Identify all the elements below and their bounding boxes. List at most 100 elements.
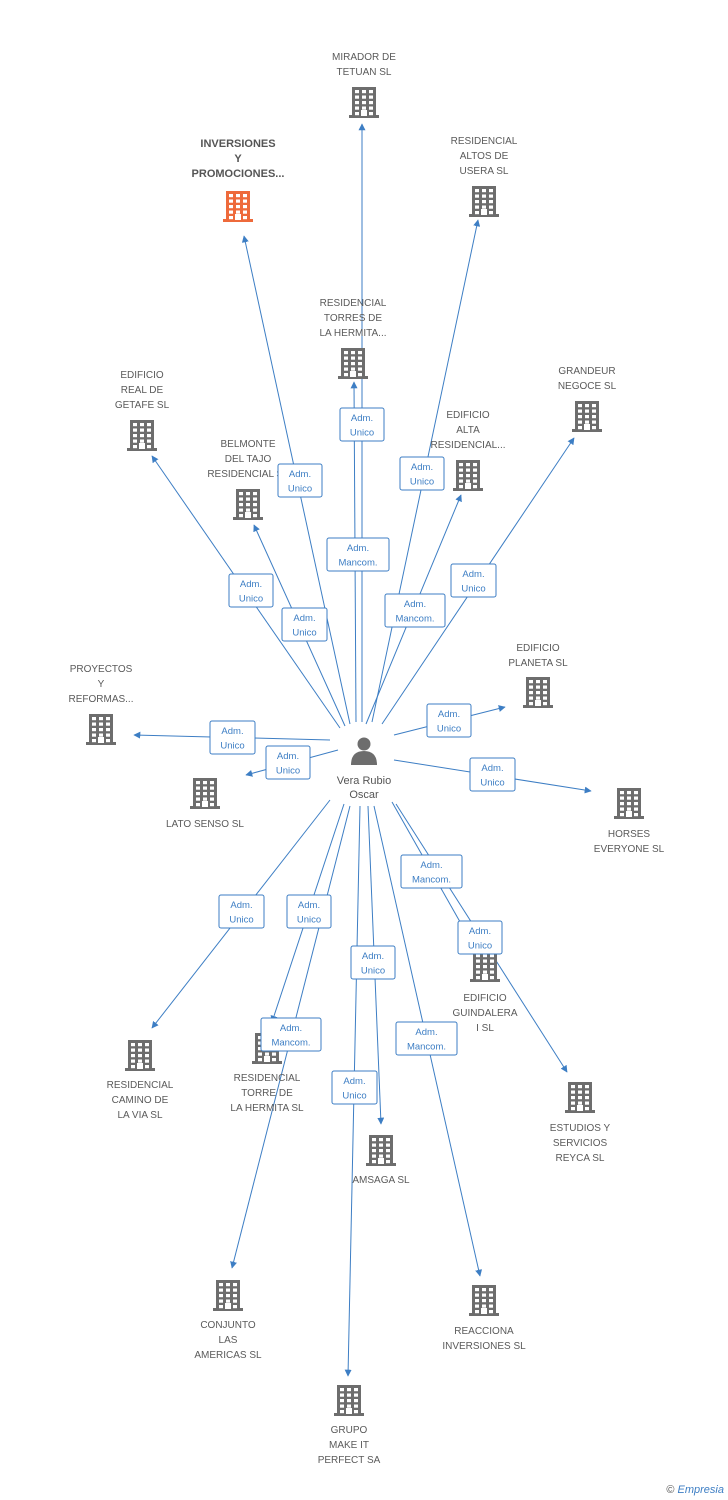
company-label-line: REYCA SL — [556, 1153, 605, 1164]
brand-logo: Empresia — [677, 1484, 724, 1496]
role-badge-text: Adm. — [351, 413, 373, 424]
building-window — [459, 485, 463, 489]
building-window — [620, 796, 624, 800]
building-window — [634, 791, 638, 795]
building-door — [465, 483, 471, 489]
role-badge-horses[interactable]: Adm.Unico — [469, 757, 516, 792]
company-node-proyectos[interactable]: PROYECTOSYREFORMAS... — [68, 664, 134, 745]
role-badge-conjunto[interactable]: Adm.Mancom. — [260, 1017, 322, 1052]
role-badge-getafe[interactable]: Adm.Unico — [228, 573, 274, 608]
role-badge-amsaga[interactable]: Adm.Unico — [350, 945, 396, 980]
role-badge-belmonte[interactable]: Adm.Unico — [281, 607, 328, 642]
building-window — [272, 1052, 276, 1056]
building-window — [140, 423, 144, 427]
building-base — [469, 1313, 499, 1316]
company-label-line: NEGOCE SL — [558, 381, 617, 392]
company-label-line: RESIDENCIAL — [320, 298, 387, 309]
building-base — [470, 979, 500, 982]
building-window — [482, 205, 486, 209]
role-badge-reacciona[interactable]: Adm.Mancom. — [395, 1021, 458, 1056]
person-body — [351, 751, 377, 765]
role-badge-box — [384, 593, 446, 628]
building-window — [459, 474, 463, 478]
building-window — [106, 733, 110, 737]
building-window — [229, 205, 233, 209]
building-door — [235, 214, 241, 220]
company-node-alta[interactable]: EDIFICIOALTARESIDENCIAL... — [430, 410, 506, 491]
building-window — [482, 1288, 486, 1292]
role-badge-inversiones[interactable]: Adm.Unico — [277, 463, 323, 498]
role-badge-box — [218, 894, 265, 929]
building-window — [369, 95, 373, 99]
building-window — [459, 468, 463, 472]
building-door — [225, 1303, 231, 1309]
building-window — [340, 1388, 344, 1392]
role-badge-estudios[interactable]: Adm.Unico — [457, 920, 503, 955]
building-window — [369, 90, 373, 94]
company-label-line: RESIDENCIAL — [234, 1073, 301, 1084]
role-badge-torres[interactable]: Adm.Unico — [339, 407, 385, 442]
building-window — [634, 802, 638, 806]
building-window — [571, 1096, 575, 1100]
building-window — [354, 1410, 358, 1414]
building-window — [258, 1036, 262, 1040]
building-base — [125, 1068, 155, 1071]
building-window — [489, 189, 493, 193]
building-window — [489, 205, 493, 209]
company-label-line: CAMINO DE — [112, 1095, 169, 1106]
role-badge-text: Adm. — [404, 599, 426, 610]
building-window — [620, 807, 624, 811]
role-badge-grandeur[interactable]: Adm.Unico — [450, 563, 497, 598]
company-label-line: RESIDENCIAL SL — [207, 469, 289, 480]
building-window — [543, 691, 547, 695]
role-badge-camino[interactable]: Adm.Unico — [218, 894, 265, 929]
role-badge-mirador[interactable]: Adm.Mancom. — [326, 537, 390, 572]
building-door — [350, 371, 356, 377]
role-badge-planeta[interactable]: Adm.Unico — [426, 703, 472, 738]
building-window — [482, 1304, 486, 1308]
footer-brand[interactable]: ©Empresia — [666, 1484, 724, 1496]
building-window — [226, 1294, 230, 1298]
role-badge-alta[interactable]: Adm.Mancom. — [384, 593, 446, 628]
company-label-line: LA HERMITA... — [319, 328, 386, 339]
building-window — [239, 492, 243, 496]
role-badge-proyectos[interactable]: Adm.Unico — [209, 720, 256, 755]
role-badge-altos[interactable]: Adm.Unico — [399, 456, 445, 491]
building-window — [634, 813, 638, 817]
building-window — [253, 508, 257, 512]
building-icon — [233, 489, 263, 520]
role-badge-text: Unico — [468, 941, 492, 952]
role-badge-guindalera[interactable]: Adm.Mancom. — [400, 854, 463, 889]
company-node-lato[interactable]: LATO SENSO SL — [166, 778, 244, 830]
role-badge-torre[interactable]: Adm.Unico — [286, 894, 332, 929]
building-window — [475, 1310, 479, 1314]
building-door — [361, 110, 367, 116]
role-badge-text: Unico — [361, 966, 385, 977]
building-window — [386, 1154, 390, 1158]
role-badge-grupo[interactable]: Adm.Unico — [331, 1070, 378, 1105]
company-node-amsaga[interactable]: AMSAGA SL — [352, 1135, 410, 1186]
building-window — [372, 1149, 376, 1153]
building-window — [571, 1085, 575, 1089]
company-node-inversiones[interactable]: INVERSIONESYPROMOCIONES... — [192, 138, 285, 222]
building-window — [253, 514, 257, 518]
company-label-line: PROMOCIONES... — [192, 168, 285, 180]
role-badge-lato[interactable]: Adm.Unico — [265, 745, 311, 780]
building-window — [131, 1048, 135, 1052]
